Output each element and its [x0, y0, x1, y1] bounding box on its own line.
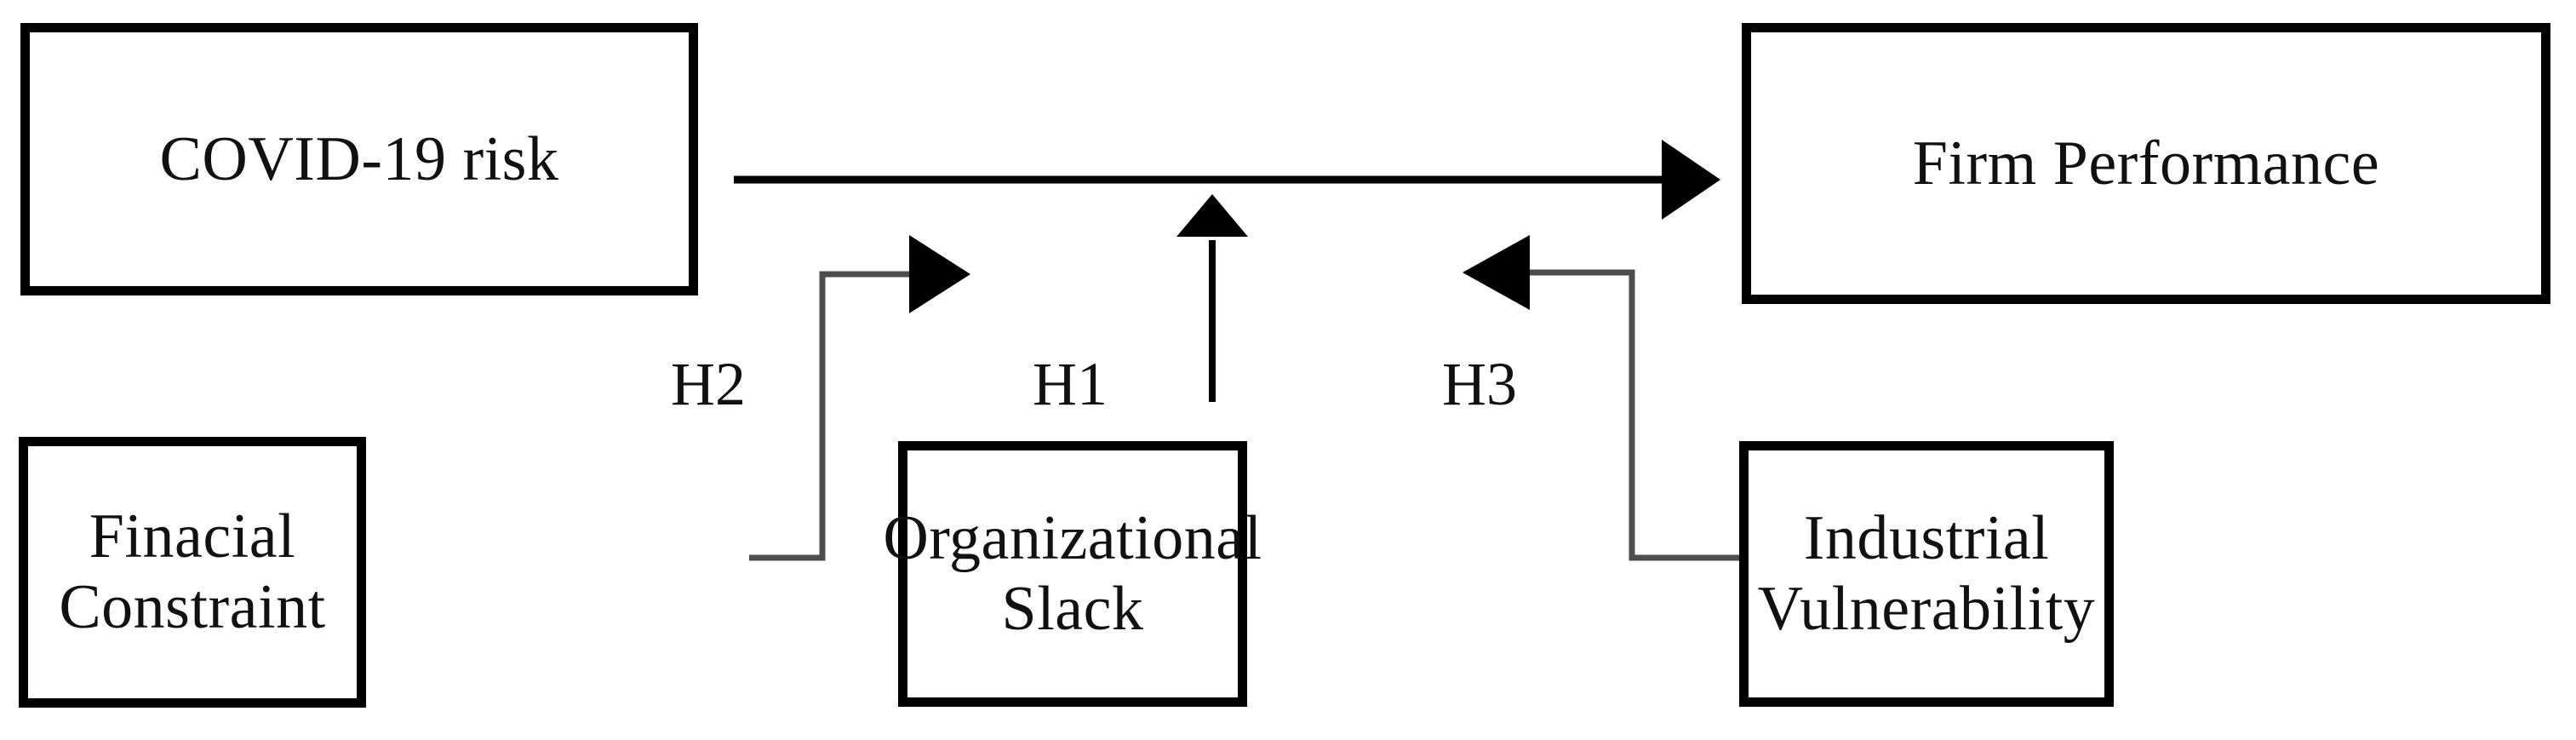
node-industrial-vulnerability-label: Industrial Vulnerability	[1757, 503, 2096, 644]
node-organizational-slack-label: Organizational Slack	[883, 503, 1262, 644]
edge-covid-to-firm-arrowhead	[1662, 140, 1720, 220]
node-firm-performance[interactable]: Firm Performance	[1742, 23, 2550, 304]
node-organizational-slack[interactable]: Organizational Slack	[883, 441, 1262, 707]
hypothesis-label-h1: H1	[1033, 350, 1108, 418]
node-firm-performance-label: Firm Performance	[1912, 128, 2380, 198]
edge-h3-arrowhead	[1463, 235, 1530, 310]
edge-h3-elbow-line	[1524, 269, 1739, 561]
node-finacial-constraint-label: Finacial Constraint	[59, 502, 326, 642]
edge-h1-slack-to-path	[1176, 194, 1248, 402]
node-finacial-constraint[interactable]: Finacial Constraint	[19, 437, 366, 708]
hypothesis-label-h3: H3	[1442, 350, 1517, 418]
hypothesis-label-h2: H2	[671, 350, 746, 418]
node-covid-19-risk-label: COVID-19 risk	[159, 123, 559, 194]
edge-h1-arrowhead	[1176, 194, 1248, 237]
edge-h2-arrowhead	[909, 235, 970, 313]
edge-covid-to-firm	[734, 140, 1720, 220]
node-industrial-vulnerability[interactable]: Industrial Vulnerability	[1739, 441, 2114, 707]
node-covid-19-risk[interactable]: COVID-19 risk	[20, 23, 698, 295]
